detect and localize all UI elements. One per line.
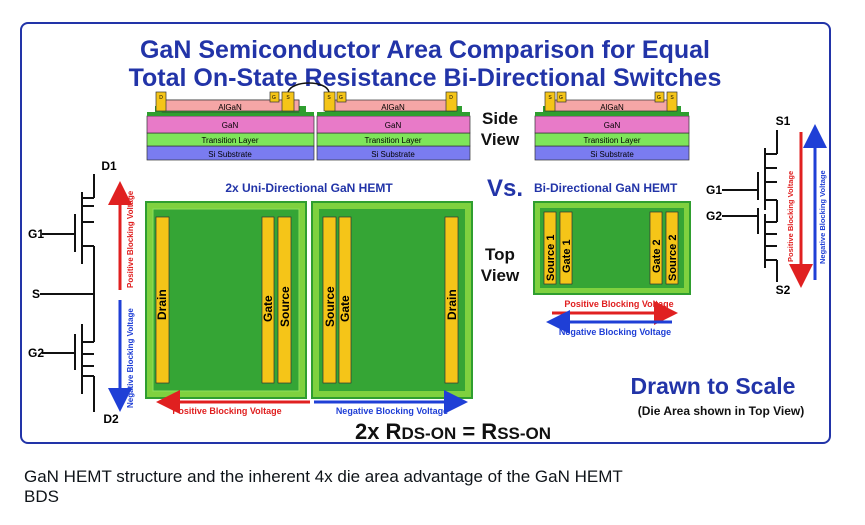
svg-text:S: S — [32, 287, 40, 301]
svg-text:G2: G2 — [706, 209, 722, 223]
svg-text:S: S — [548, 95, 552, 101]
svg-text:Positive Blocking Voltage: Positive Blocking Voltage — [126, 190, 135, 288]
svg-text:AlGaN: AlGaN — [600, 103, 624, 112]
layer-algan: AlGaN — [218, 103, 242, 112]
svg-text:G: G — [272, 95, 276, 101]
svg-text:G1: G1 — [706, 183, 722, 197]
side-view-stack-bidirectional: S G G S AlGaN GaN Transition Layer Si Su… — [534, 91, 690, 161]
svg-text:Gate 2: Gate 2 — [651, 239, 663, 273]
top-view-die-2: Source Gate Drain — [311, 201, 473, 399]
svg-text:G: G — [339, 95, 343, 101]
svg-text:Source 1: Source 1 — [545, 235, 557, 281]
svg-text:D: D — [449, 95, 453, 101]
svg-text:G1: G1 — [28, 227, 44, 241]
rds-equation: 2x RDS-ON = RSS-ON — [355, 419, 551, 442]
svg-text:Drain: Drain — [445, 289, 459, 320]
svg-text:Source: Source — [323, 286, 337, 327]
svg-text:G2: G2 — [28, 346, 44, 360]
svg-text:Negative Blocking Voltage: Negative Blocking Voltage — [818, 170, 827, 264]
svg-text:Source 2: Source 2 — [667, 235, 679, 281]
svg-text:S: S — [286, 95, 290, 101]
side-view-stack-1: D G S AlGaN GaN Transition Layer Si Subs… — [146, 91, 315, 161]
svg-text:G: G — [559, 95, 563, 101]
svg-text:Gate: Gate — [338, 295, 352, 322]
side-view-stack-2: S G D AlGaN GaN Transition Layer Si Subs… — [316, 91, 471, 161]
title-line-1: GaN Semiconductor Area Comparison for Eq… — [140, 36, 710, 64]
top-view-die-1: Drain Gate Source — [145, 201, 307, 399]
bi-directional-label: Bi-Directional GaN HEMT — [534, 181, 678, 195]
right-circuit-diagram — [722, 130, 778, 282]
svg-text:Drain: Drain — [155, 289, 169, 320]
svg-text:Transition Layer: Transition Layer — [583, 136, 640, 145]
svg-text:Si Substrate: Si Substrate — [371, 150, 415, 159]
svg-text:Positive Blocking Voltage: Positive Blocking Voltage — [786, 171, 795, 262]
drawn-to-scale-label: Drawn to Scale — [631, 373, 796, 399]
svg-text:Positive Blocking Voltage: Positive Blocking Voltage — [564, 299, 673, 309]
svg-text:G: G — [657, 95, 661, 101]
svg-text:S: S — [670, 95, 674, 101]
svg-text:Source: Source — [278, 286, 292, 327]
left-circuit-diagram — [40, 174, 95, 412]
svg-text:S: S — [327, 95, 331, 101]
negative-blocking-label-bottom: Negative Blocking Voltage — [336, 406, 448, 416]
post-caption: GaN HEMT structure and the inherent 4x d… — [24, 467, 623, 506]
svg-text:Negative Blocking Voltage: Negative Blocking Voltage — [126, 308, 135, 408]
svg-text:D: D — [159, 95, 163, 101]
figure-image[interactable]: GaN Semiconductor Area Comparison for Eq… — [20, 22, 831, 444]
svg-text:D2: D2 — [103, 412, 119, 426]
svg-text:Transition Layer: Transition Layer — [364, 136, 421, 145]
title-line-2: Total On-State Resistance Bi-Directional… — [129, 64, 722, 92]
layer-transition: Transition Layer — [201, 136, 258, 145]
top-view-die-bidirectional: Source 1 Gate 1 Gate 2 Source 2 — [533, 201, 691, 295]
layer-gan: GaN — [222, 121, 239, 130]
svg-text:Negative Blocking Voltage: Negative Blocking Voltage — [559, 327, 671, 337]
svg-text:Si Substrate: Si Substrate — [590, 150, 634, 159]
svg-text:D1: D1 — [101, 159, 117, 173]
post-card: GaN Semiconductor Area Comparison for Eq… — [20, 22, 831, 444]
svg-text:Gate: Gate — [261, 295, 275, 322]
die-area-note: (Die Area shown in Top View) — [638, 404, 804, 418]
layer-substrate: Si Substrate — [208, 150, 252, 159]
positive-blocking-label-bottom: Positive Blocking Voltage — [172, 406, 281, 416]
svg-text:GaN: GaN — [604, 121, 621, 130]
vs-label: Vs. — [487, 175, 523, 202]
svg-text:S2: S2 — [776, 283, 791, 297]
svg-text:S1: S1 — [776, 114, 791, 128]
svg-text:GaN: GaN — [385, 121, 402, 130]
svg-text:AlGaN: AlGaN — [381, 103, 405, 112]
svg-text:Gate 1: Gate 1 — [561, 239, 573, 273]
uni-directional-label: 2x Uni-Directional GaN HEMT — [225, 181, 393, 195]
